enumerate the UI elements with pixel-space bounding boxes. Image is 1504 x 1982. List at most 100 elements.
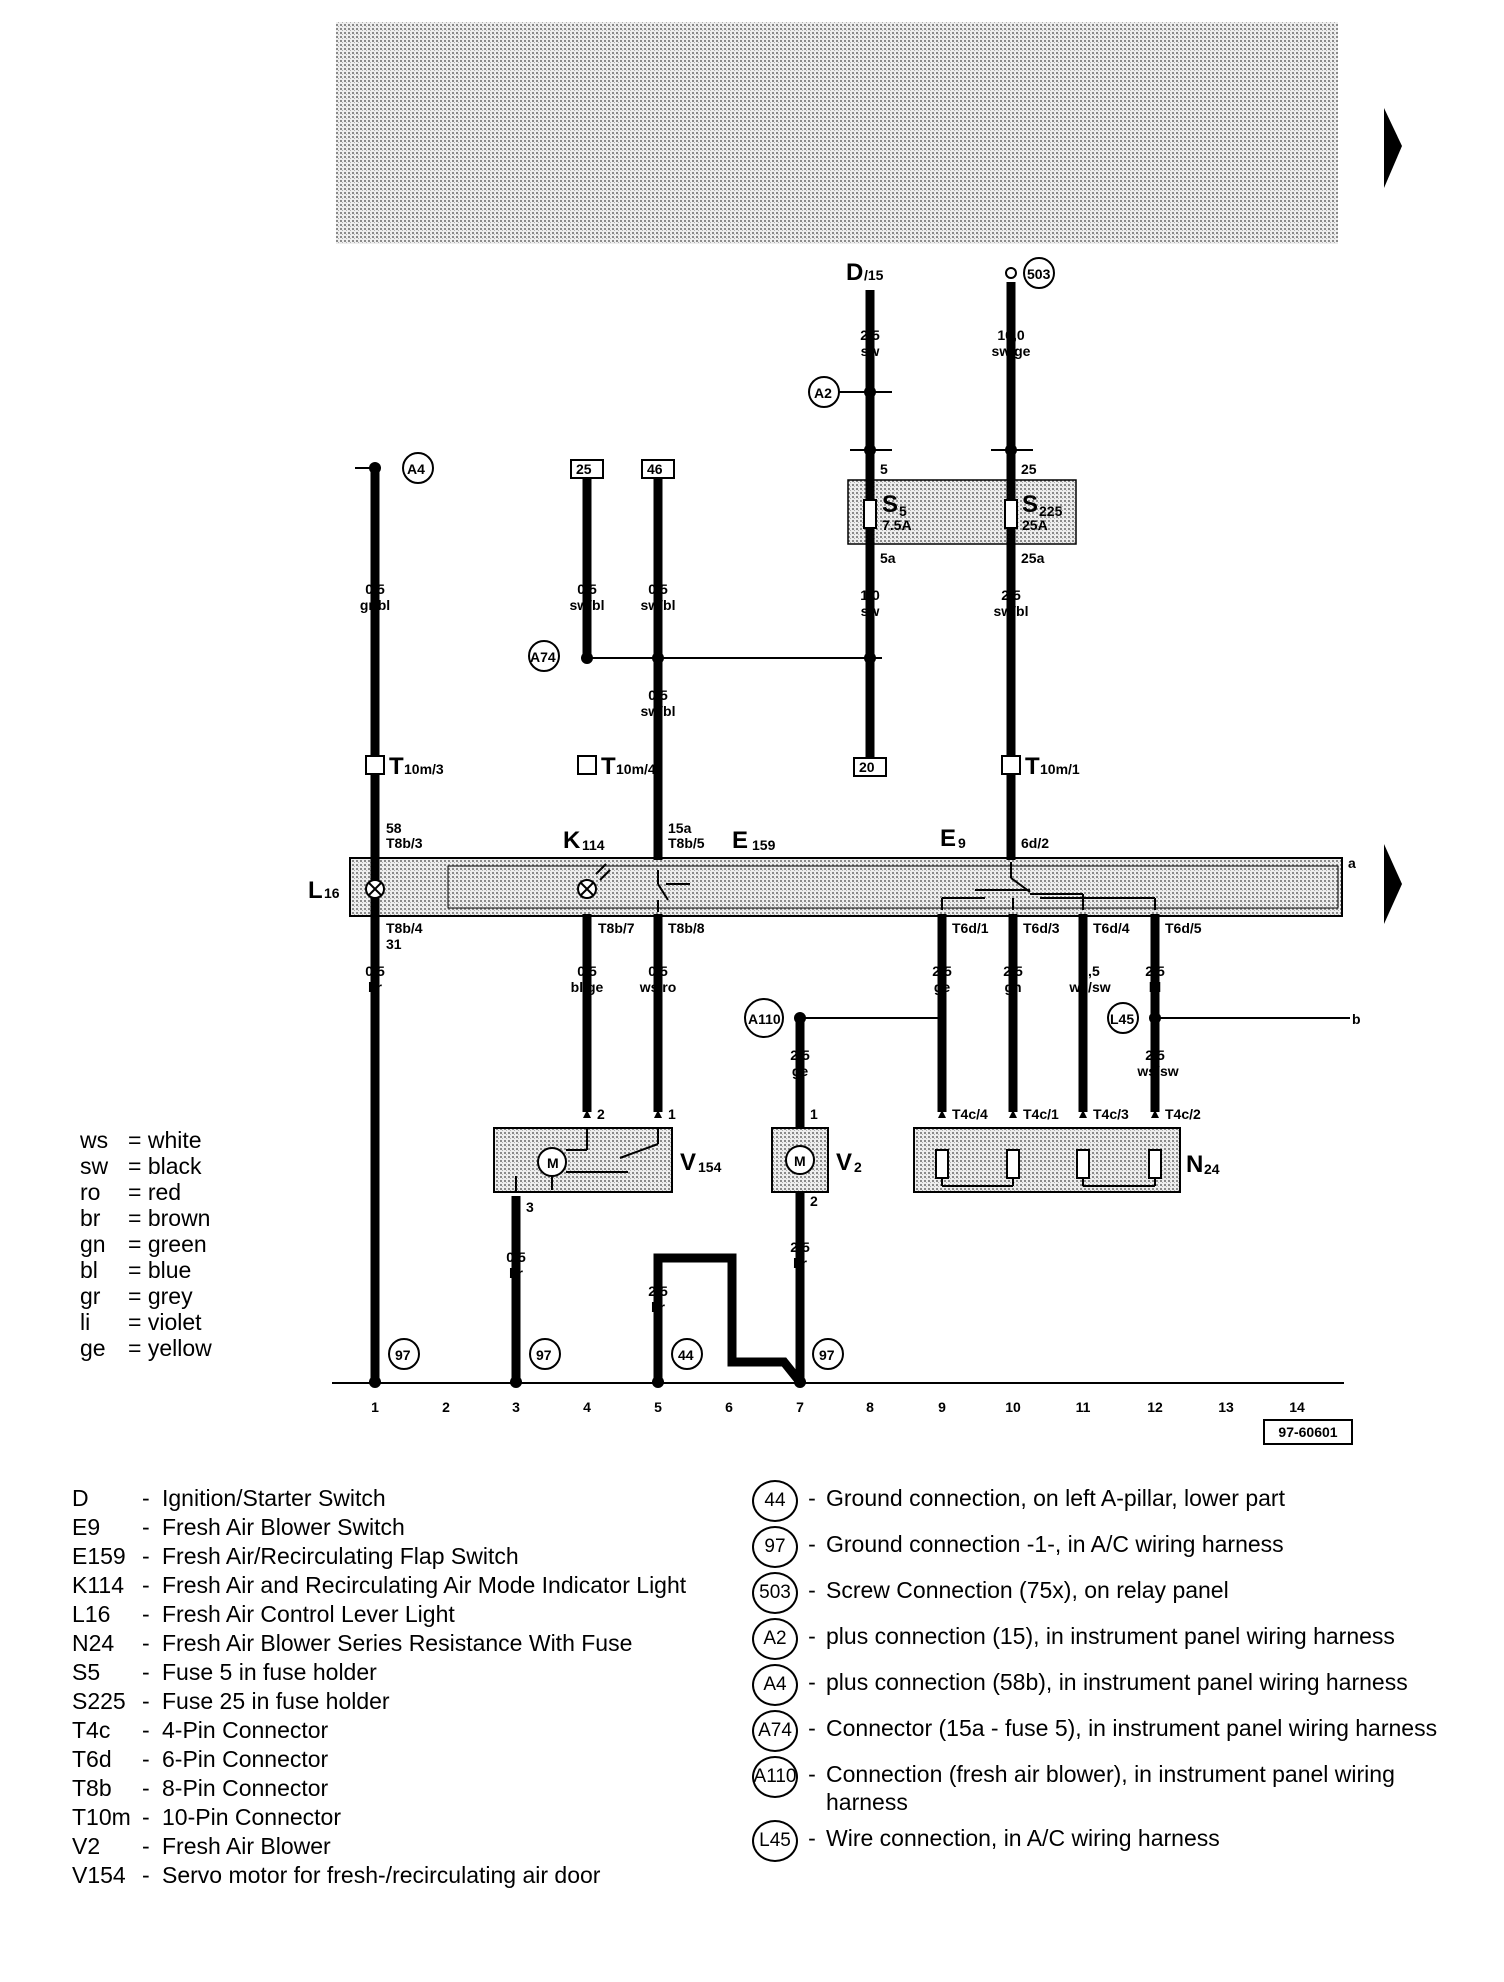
component-code: T4c — [72, 1717, 111, 1743]
connector-t10m3-label: T — [389, 753, 404, 780]
servo-v154-label: V — [680, 1149, 696, 1176]
component-code: T8b — [72, 1775, 112, 1801]
switch-e9 — [941, 862, 1156, 910]
continuation-a-label: a — [1348, 855, 1356, 871]
switch-e159-number: 159 — [752, 837, 776, 853]
pin-labels: 58 T8b/3 15a T8b/5 6d/2 T8b/4 31 T8b/7 T… — [386, 820, 1202, 1215]
junctions — [369, 386, 1161, 1388]
blower-motor-symbol: M — [794, 1153, 806, 1169]
color-code: br — [80, 1205, 101, 1231]
component-code: S225 — [72, 1688, 126, 1714]
wires — [370, 282, 1160, 1385]
terminal-boxes — [570, 459, 887, 777]
connection-legend: 44-Ground connection, on left A-pillar, … — [752, 1480, 1452, 1870]
connection-code-badge: L45 — [752, 1820, 798, 1862]
svg-text:2,5: 2,5 — [790, 1239, 810, 1255]
svg-text:11: 11 — [1076, 1399, 1091, 1415]
connection-legend-item: A4-plus connection (58b), in instrument … — [752, 1664, 1452, 1706]
component-legend-item: T8b-8-Pin Connector — [72, 1774, 712, 1803]
fuse-s225-number: 225 — [1039, 503, 1063, 519]
connection-a4-label: A4 — [407, 461, 425, 477]
component-legend-item: V2-Fresh Air Blower — [72, 1832, 712, 1861]
svg-text:8: 8 — [866, 1399, 874, 1415]
component-code: T10m — [72, 1804, 131, 1830]
ignition-switch-label: D — [846, 259, 863, 286]
color-legend-row: gn= green — [80, 1231, 207, 1257]
svg-text:T4c/4: T4c/4 — [952, 1106, 988, 1122]
color-code: li — [80, 1309, 91, 1335]
svg-text:sw/bl: sw/bl — [569, 597, 604, 613]
fuse-s225-pin-in: 25 — [1021, 461, 1037, 477]
component-legend-item: N24-Fresh Air Blower Series Resistance W… — [72, 1629, 712, 1658]
ground-97-label-col7: 97 — [819, 1347, 835, 1363]
component-code: K114 — [72, 1572, 125, 1598]
component-code: V154 — [72, 1862, 126, 1888]
svg-text:T4c/3: T4c/3 — [1093, 1106, 1129, 1122]
svg-text:2,5: 2,5 — [932, 963, 952, 979]
connection-description: plus connection (15), in instrument pane… — [826, 1623, 1395, 1649]
thin-wires — [332, 391, 1350, 1384]
svg-text:gn: gn — [1004, 979, 1021, 995]
connection-code-badge: 503 — [752, 1572, 798, 1614]
component-description: Fresh Air and Recirculating Air Mode Ind… — [162, 1572, 687, 1598]
svg-text:ge: ge — [792, 1063, 809, 1079]
color-legend-row: bl= blue — [80, 1257, 192, 1283]
resistor-n24 — [913, 1127, 1181, 1193]
svg-text:br: br — [793, 1255, 808, 1271]
connection-code-badge: A74 — [752, 1710, 798, 1752]
svg-text:T8b/7: T8b/7 — [598, 920, 635, 936]
component-description: Fuse 25 in fuse holder — [162, 1688, 390, 1714]
fuse-s225-label: S — [1022, 491, 1038, 518]
connection-code-badge: A2 — [752, 1618, 798, 1660]
fuse-holder — [847, 479, 1077, 545]
svg-text:6d/2: 6d/2 — [1021, 835, 1049, 851]
svg-text:sw: sw — [861, 343, 880, 359]
connection-description: plus connection (58b), in instrument pan… — [826, 1669, 1408, 1695]
svg-text:2,5: 2,5 — [860, 327, 880, 343]
connection-code-badge: A110 — [752, 1756, 798, 1798]
connector-t10m4-label: T — [601, 753, 616, 780]
fuse-s5-rating: 7.5A — [882, 517, 912, 533]
svg-text:2,5: 2,5 — [1001, 587, 1021, 603]
lamp-k114-number: 114 — [582, 837, 605, 853]
connection-description: Ground connection, on left A-pillar, low… — [826, 1485, 1285, 1511]
component-description: 6-Pin Connector — [162, 1746, 329, 1772]
blower-v2-number: 2 — [854, 1159, 862, 1175]
continuation-b-label: b — [1352, 1011, 1361, 1027]
drawing-number: 97-60601 — [1278, 1424, 1337, 1440]
svg-text:0,5: 0,5 — [648, 581, 668, 597]
color-name: grey — [147, 1283, 193, 1309]
connection-a74-label: A74 — [530, 649, 556, 665]
color-name: blue — [147, 1257, 192, 1283]
switch-panel — [349, 857, 1343, 917]
svg-text:1: 1 — [810, 1106, 818, 1122]
svg-text:5: 5 — [654, 1399, 662, 1415]
component-legend-item: T10m-10-Pin Connector — [72, 1803, 712, 1832]
component-description: Servo motor for fresh-/recirculating air… — [162, 1862, 601, 1888]
component-description: 10-Pin Connector — [162, 1804, 341, 1830]
svg-text:sw/bl: sw/bl — [640, 597, 675, 613]
connection-legend-item: A2-plus connection (15), in instrument p… — [752, 1618, 1452, 1660]
component-legend-item: E9-Fresh Air Blower Switch — [72, 1513, 712, 1542]
connector-symbols — [365, 755, 1021, 775]
ground-97-label-col3: 97 — [536, 1347, 552, 1363]
component-code: T6d — [72, 1746, 112, 1772]
fuse-s5-label: S — [882, 491, 898, 518]
terminal-25-label: 25 — [576, 461, 592, 477]
component-description: Ignition/Starter Switch — [162, 1485, 386, 1511]
connection-legend-item: A110-Connection (fresh air blower), in i… — [752, 1756, 1452, 1816]
connection-description: Ground connection -1-, in A/C wiring har… — [826, 1531, 1284, 1557]
connector-t10m3-pin: 10m/3 — [404, 761, 444, 777]
svg-text:1: 1 — [668, 1106, 676, 1122]
color-legend-row: sw= black — [80, 1153, 202, 1179]
connection-legend-item: 44-Ground connection, on left A-pillar, … — [752, 1480, 1452, 1522]
svg-text:gr/bl: gr/bl — [360, 597, 390, 613]
component-legend-item: L16-Fresh Air Control Lever Light — [72, 1600, 712, 1629]
fuse-symbols — [863, 499, 1018, 529]
svg-text:2: 2 — [442, 1399, 450, 1415]
color-legend-row: ro= red — [80, 1179, 182, 1205]
svg-text:T4c/2: T4c/2 — [1165, 1106, 1201, 1122]
svg-text:T8b/8: T8b/8 — [668, 920, 705, 936]
component-description: 4-Pin Connector — [162, 1717, 329, 1743]
